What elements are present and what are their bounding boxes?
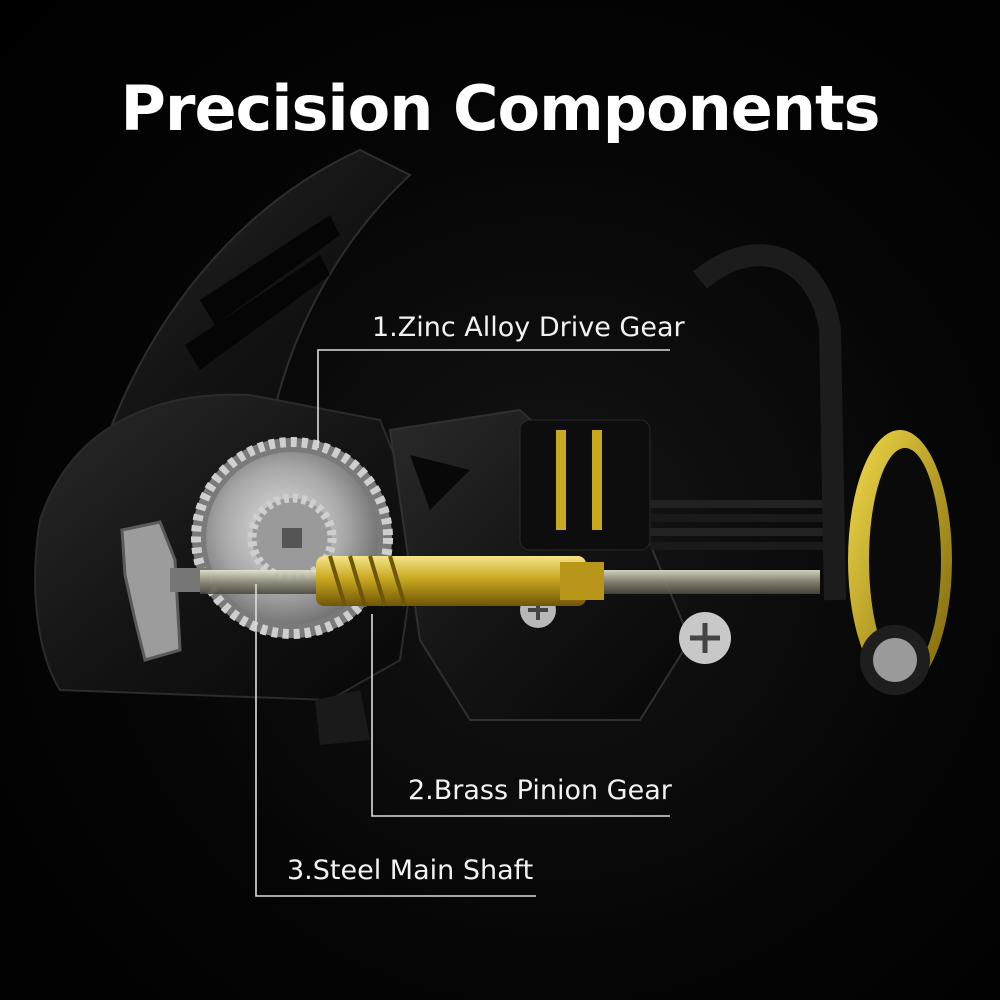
housing-vent [410, 455, 470, 510]
arm-slot [185, 255, 330, 370]
callout-pinion-gear: 2.Brass Pinion Gear [408, 775, 672, 806]
callout-main-shaft: 3.Steel Main Shaft [287, 855, 534, 886]
reel-foot [315, 690, 370, 745]
leader-lines [255, 349, 670, 897]
handle-knob [120, 520, 182, 662]
spool-accent [556, 430, 566, 530]
spool-grooves [650, 500, 830, 550]
pinion-gear [316, 555, 604, 607]
arm-slot [200, 215, 340, 325]
page-title: Precision Components [120, 72, 880, 145]
bail-wire [692, 244, 846, 601]
callout-drive-gear: 1.Zinc Alloy Drive Gear [372, 312, 685, 343]
spool [519, 419, 651, 551]
spool-accent [592, 430, 602, 530]
line-roller-cap [873, 638, 917, 682]
rim-inner [869, 448, 941, 672]
drive-gear [191, 437, 393, 639]
